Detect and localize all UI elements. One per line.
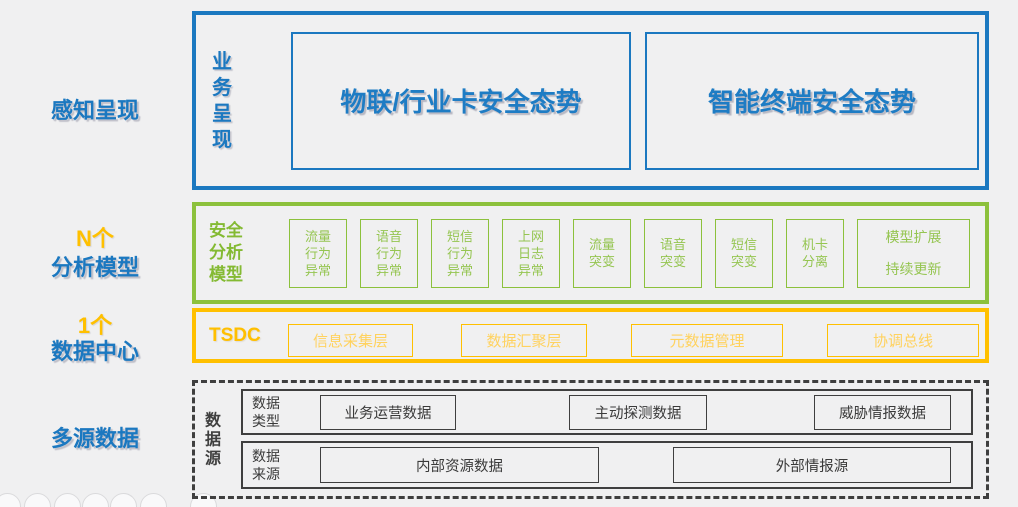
model-box: 语音 行为 异常 — [360, 218, 418, 288]
model-box: 流量 突变 — [573, 218, 631, 288]
model-box: 语音 突变 — [644, 218, 702, 288]
data-aggregation-box: 数据汇聚层 — [461, 324, 587, 357]
model-box: 短信 行为 异常 — [431, 218, 489, 288]
model-box: 上网 日志 异常 — [502, 218, 560, 288]
data-origin-row: 数据 来源 内部资源数据 外部情报源 — [241, 441, 973, 489]
decor-circle — [54, 493, 81, 507]
threat-intel-data-box: 威胁情报数据 — [814, 395, 951, 430]
data-type-row-label: 数据 类型 — [252, 395, 280, 429]
side-label-datacenter-count: 1个 — [77, 313, 113, 338]
data-type-row: 数据 类型 业务运营数据 主动探测数据 威胁情报数据 — [241, 389, 973, 435]
data-source-layer: 数 据 源 数据 类型 业务运营数据 主动探测数据 威胁情报数据 数据 来源 内… — [192, 380, 989, 499]
model-box: 机卡 分离 — [786, 218, 844, 288]
internal-resource-data-box: 内部资源数据 — [320, 447, 599, 483]
decor-circle — [110, 493, 137, 507]
model-extension-box: 模型扩展 持续更新 — [857, 218, 970, 288]
decor-circle — [0, 493, 21, 507]
iot-card-security-box: 物联/行业卡安全态势 — [291, 31, 631, 170]
decor-circle — [82, 493, 109, 507]
model-boxes: 流量 行为 异常 语音 行为 异常 短信 行为 异常 上网 日志 异常 流量 突… — [289, 218, 970, 288]
tsdc-label: TSDC — [209, 324, 261, 346]
decor-circle — [140, 493, 167, 507]
side-label-datacenter-name: 数据中心 — [50, 339, 139, 364]
presentation-layer: 业 务 呈 现 物联/行业卡安全态势 智能终端安全态势 — [192, 11, 989, 190]
side-label-perception: 感知呈现 — [50, 98, 139, 123]
decor-circle — [24, 493, 51, 507]
analysis-model-layer: 安全 分析 模型 流量 行为 异常 语音 行为 异常 短信 行为 异常 上网 日… — [192, 202, 989, 304]
info-collection-box: 信息采集层 — [288, 324, 413, 357]
data-center-layer: TSDC 信息采集层 数据汇聚层 元数据管理 协调总线 — [192, 308, 989, 363]
business-operation-data-box: 业务运营数据 — [320, 395, 456, 430]
side-label-models-name: 分析模型 — [50, 255, 139, 280]
data-origin-row-label: 数据 来源 — [252, 448, 280, 482]
model-box: 短信 突变 — [715, 218, 773, 288]
active-probe-data-box: 主动探测数据 — [569, 395, 707, 430]
smart-terminal-security-box: 智能终端安全态势 — [645, 31, 979, 170]
model-box: 流量 行为 异常 — [289, 218, 347, 288]
presentation-boxes: 物联/行业卡安全态势 智能终端安全态势 — [291, 31, 979, 170]
metadata-management-box: 元数据管理 — [631, 324, 783, 357]
side-label-multisource: 多源数据 — [50, 426, 139, 451]
data-source-vertical-label: 数 据 源 — [204, 412, 221, 467]
presentation-layer-vertical-label: 业 务 呈 现 — [212, 50, 232, 151]
side-label-models-count: N个 — [76, 226, 114, 251]
external-intel-source-box: 外部情报源 — [673, 447, 951, 483]
analysis-layer-label: 安全 分析 模型 — [209, 221, 243, 284]
coordination-bus-box: 协调总线 — [827, 324, 979, 357]
